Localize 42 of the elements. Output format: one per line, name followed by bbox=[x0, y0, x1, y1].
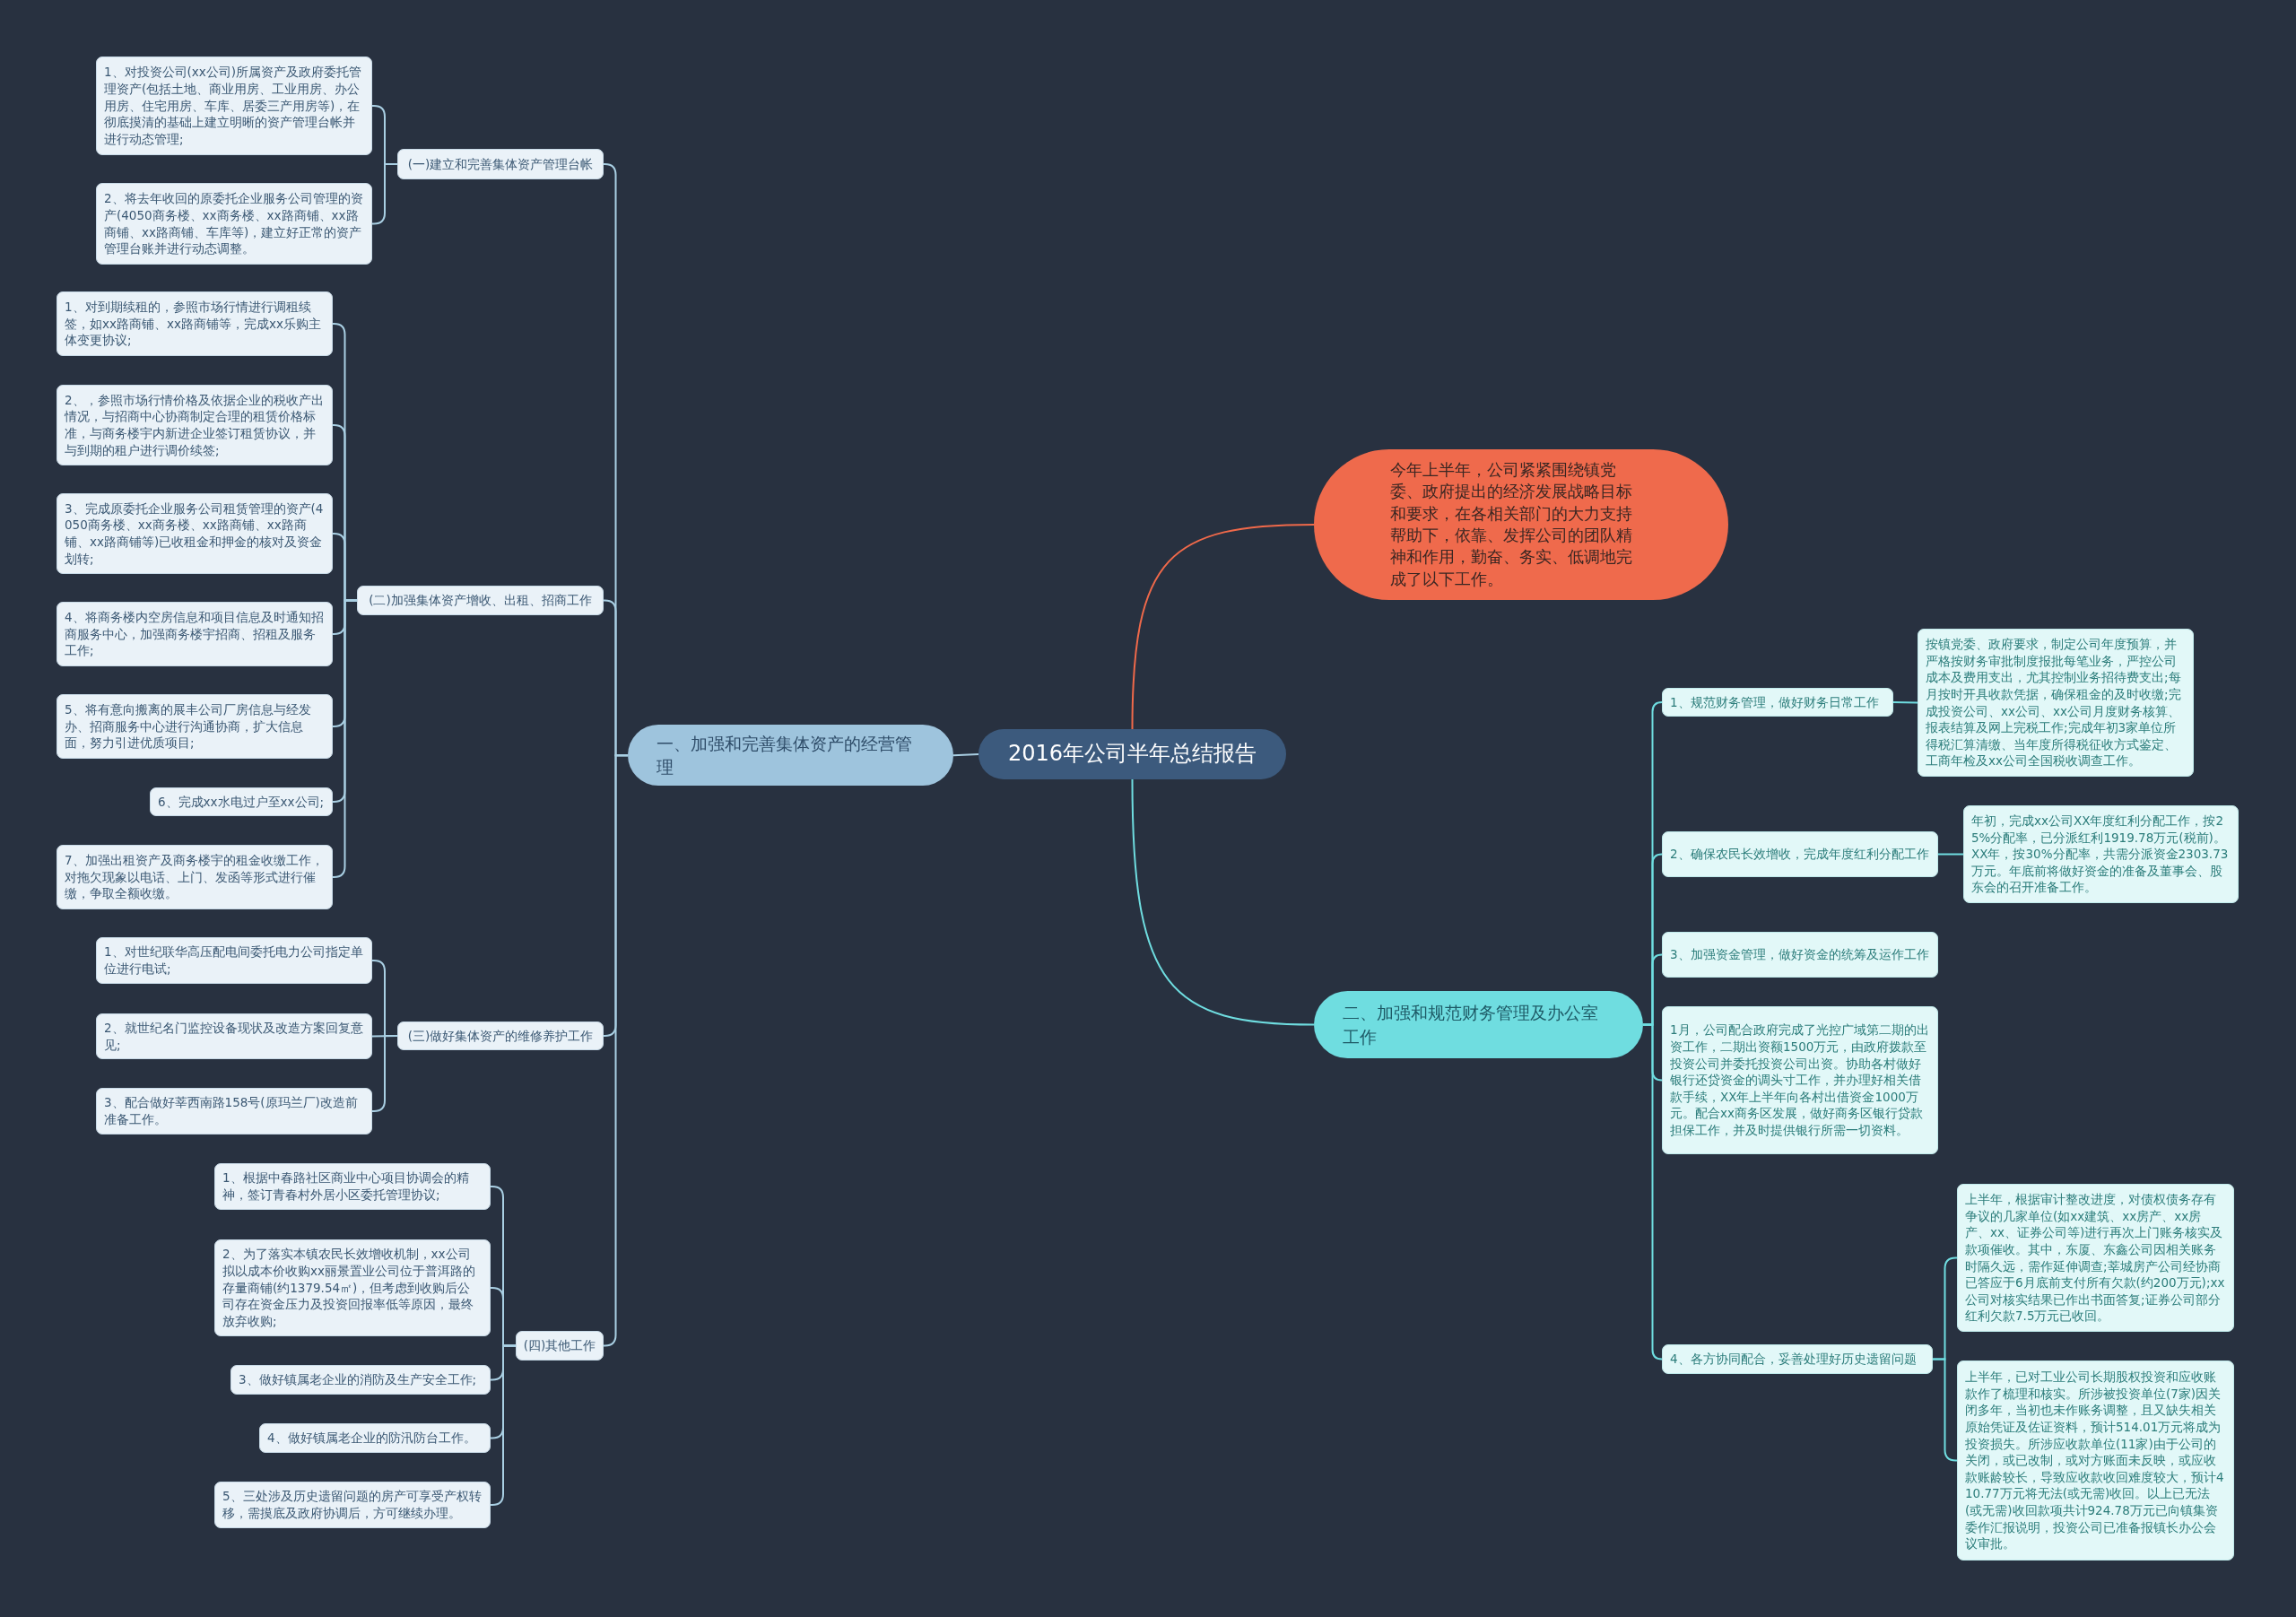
note-box: 5、三处涉及历史遗留问题的房产可享受产权转移，需摸底及政府协调后，方可继续办理。 bbox=[214, 1482, 491, 1528]
note-box: 4、将商务楼内空房信息和项目信息及时通知招商服务中心，加强商务楼宇招商、招租及服务工作; bbox=[57, 602, 333, 666]
note-box: 上半年，已对工业公司长期股权投资和应收账款作了梳理和核实。所涉被投资单位(7家)因关闭多年，当初也未作账务调整，且又缺失相关原始凭证及佐证资料，预计514.01万元将成为投资损失。所涉应收款单位(11家)由于公司的关闭，或已改制，或对方账面未反映，或应收款账龄较长，导致应收款收回难度较大，预计410.77万元将无法(或无需)收回。以上已无法(或无需)收回款项共计924.78万元已向镇集资委作汇报说明，投资公司已准备报镇长办公会议审批。 bbox=[1957, 1361, 2234, 1560]
subtopic-box: 4、各方协同配合，妥善处理好历史遗留问题 bbox=[1662, 1344, 1933, 1374]
note-box: 3、配合做好莘西南路158号(原玛兰厂)改造前准备工作。 bbox=[96, 1088, 372, 1135]
note-box: 2、为了落实本镇农民长效增收机制，xx公司拟以成本价收购xx丽景置业公司位于普洱路的存量商铺(约1379.54㎡)，但考虑到收购后公司存在资金压力及投资回报率低等原因，最终放弃收购; bbox=[214, 1239, 491, 1336]
note-box: 3、完成原委托企业服务公司租赁管理的资产(4050商务楼、xx商务楼、xx路商铺、xx路商铺、xx路商铺等)已收租金和押金的核对及资金划转; bbox=[57, 493, 333, 574]
connector-line bbox=[1937, 853, 1964, 856]
note-box: 4、做好镇属老企业的防汛防台工作。 bbox=[259, 1423, 491, 1453]
note-box: 6、完成xx水电过户至xx公司; bbox=[150, 787, 333, 816]
connector-line bbox=[952, 753, 979, 757]
note-box: 1、对投资公司(xx公司)所属资产及政府委托管理资产(包括土地、商业用房、工业用房、办公用房、住宅用房、车库、居委三产用房等)，在彻底摸清的基础上建立明晰的资产管理台帐并进行动态管理; bbox=[96, 57, 372, 155]
subtopic-box: (一)建立和完善集体资产管理台帐 bbox=[397, 149, 604, 179]
branch-topic: 二、加强和规范财务管理及办公室工作 bbox=[1314, 991, 1643, 1058]
central-topic: 2016年公司半年总结报告 bbox=[978, 729, 1286, 779]
connector-line bbox=[1932, 1358, 1958, 1462]
note-box: 上半年，根据审计整改进度，对债权债务存有争议的几家单位(如xx建筑、xx房产、xx房产、xx、证券公司等)进行再次上门账务核实及款项催收。其中，东厦、东鑫公司因相关账务时隔久远，需作延伸调查;莘城房产公司经协商已答应于6月底前支付所有欠款(约200万元);xx公司对核实结果已作出书面答复;证券公司部分红利欠款7.5万元已收回。 bbox=[1957, 1184, 2234, 1332]
note-box: 3、做好镇属老企业的消防及生产安全工作; bbox=[230, 1365, 491, 1395]
subtopic-box: 1、规范财务管理，做好财务日常工作 bbox=[1662, 688, 1893, 717]
note-box: 2、将去年收回的原委托企业服务公司管理的资产(4050商务楼、xx商务楼、xx路商铺、xx路商铺、xx路商铺、车库等)，建立好正常的资产管理台账并进行动态调整。 bbox=[96, 183, 372, 265]
note-box: 7、加强出租资产及商务楼宇的租金收缴工作，对拖欠现象以电话、上门、发函等形式进行催缴，争取全额收缴。 bbox=[57, 845, 333, 909]
connector-line bbox=[603, 754, 629, 1347]
note-box: 1月，公司配合政府完成了光控广域第二期的出资工作，二期出资额1500万元，由政府拨款至投资公司并委托投资公司出资。协助各村做好银行还贷资金的调头寸工作，并办理好相关借款手续，XX年上半年向各村出借资金1000万元。配合xx商务区发展，做好商务区银行贷款担保工作，并及时提供银行所需一切资料。 bbox=[1662, 1006, 1938, 1154]
note-box: 1、根据中春路社区商业中心项目协调会的精神，签订青春村外居小区委托管理协议; bbox=[214, 1163, 491, 1210]
note-box: 年初，完成xx公司XX年度红利分配工作，按25%分配率，已分派红利1919.78万元(税前)。XX年，按30%分配率，共需分派资金2303.73万元。年底前将做好资金的准备及董事会、股东会的召开准备工作。 bbox=[1963, 805, 2239, 903]
note-box: 1、对世纪联华高压配电间委托电力公司指定单位进行电试; bbox=[96, 937, 372, 984]
note-box: 按镇党委、政府要求，制定公司年度预算，并严格按财务审批制度报批每笔业务，严控公司成本及费用支出，尤其控制业务招待费支出;每月按时开具收款凭据，确保租金的及时收缴;完成投资公司、xx公司、xx公司月度财务核算、报表结算及网上完税工作;完成年初3家单位所得税汇算清缴、当年度所得税征收方式鉴定、工商年检及xx公司全国税收调查工作。 bbox=[1918, 629, 2194, 777]
subtopic-box: 2、确保农民长效增收，完成年度红利分配工作 bbox=[1662, 831, 1938, 877]
connector-line bbox=[1131, 778, 1315, 1026]
subtopic-box: (四)其他工作 bbox=[516, 1331, 604, 1361]
connector-line bbox=[1131, 524, 1315, 730]
note-box: 2、就世纪名门监控设备现状及改造方案回复意见; bbox=[96, 1013, 372, 1059]
subtopic-box: (三)做好集体资产的维修养护工作 bbox=[397, 1021, 604, 1050]
note-box: 5、将有意向搬离的展丰公司厂房信息与经发办、招商服务中心进行沟通协商，扩大信息面，努力引进优质项目; bbox=[57, 694, 333, 759]
summary-bubble: 今年上半年，公司紧紧围绕镇党委、政府提出的经济发展战略目标和要求，在各相关部门的大力支持帮助下，依靠、发挥公司的团队精神和作用，勤奋、务实、低调地完成了以下工作。 bbox=[1314, 449, 1728, 600]
note-box: 2、，参照市场行情价格及依据企业的税收产出情况，与招商中心协商制定合理的租赁价格标准，与商务楼宇内新进企业签订租赁协议，并与到期的租户进行调价续签; bbox=[57, 385, 333, 465]
note-box: 1、对到期续租的，参照市场行情进行调租续签，如xx路商铺、xx路商铺等，完成xx乐购主体变更协议; bbox=[57, 291, 333, 356]
connector-line bbox=[1892, 701, 1918, 704]
subtopic-box: 3、加强资金管理，做好资金的统筹及运作工作 bbox=[1662, 932, 1938, 978]
subtopic-box: (二)加强集体资产增收、出租、招商工作 bbox=[357, 586, 604, 615]
connector-line bbox=[332, 599, 358, 878]
branch-topic: 一、加强和完善集体资产的经营管理 bbox=[628, 725, 953, 787]
